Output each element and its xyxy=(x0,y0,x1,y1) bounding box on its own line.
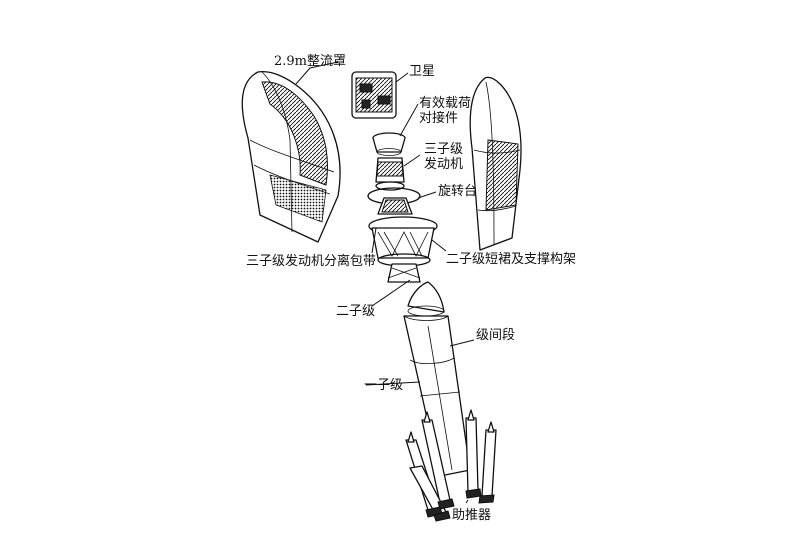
satellite-shape xyxy=(351,71,397,119)
second-stage-shape xyxy=(407,281,445,317)
separation-band-label: 三子级发动机分离包带 xyxy=(246,254,377,269)
left-fairing-half xyxy=(241,70,341,243)
fairing-label: 2.9m整流罩 xyxy=(274,54,347,69)
leader-lines xyxy=(295,61,475,504)
third-stage-engine-label-line1: 三子级 xyxy=(424,142,464,157)
first-stage-label: 一子级 xyxy=(364,378,404,393)
second-stage-label: 二子级 xyxy=(336,304,376,319)
third-stage-engine-label-line2: 发动机 xyxy=(424,157,464,172)
skirt-truss-label: 二子级短裙及支撑构架 xyxy=(446,252,577,267)
interstage-label: 级间段 xyxy=(476,328,516,343)
payload-adapter-shape xyxy=(372,132,406,156)
boosters-label: 助推器 xyxy=(452,508,492,523)
third-stage-engine-shape xyxy=(375,157,405,191)
satellite-label: 卫星 xyxy=(409,64,436,79)
payload-adapter-label-line1: 有效载荷 xyxy=(419,96,472,111)
right-fairing-half xyxy=(469,76,522,251)
spin-table-label: 旋转台 xyxy=(438,184,478,199)
skirt-truss-shape xyxy=(368,216,438,283)
booster-group xyxy=(405,409,497,522)
payload-adapter-label-line2: 对接件 xyxy=(419,111,459,126)
spin-table-shape xyxy=(367,187,421,215)
